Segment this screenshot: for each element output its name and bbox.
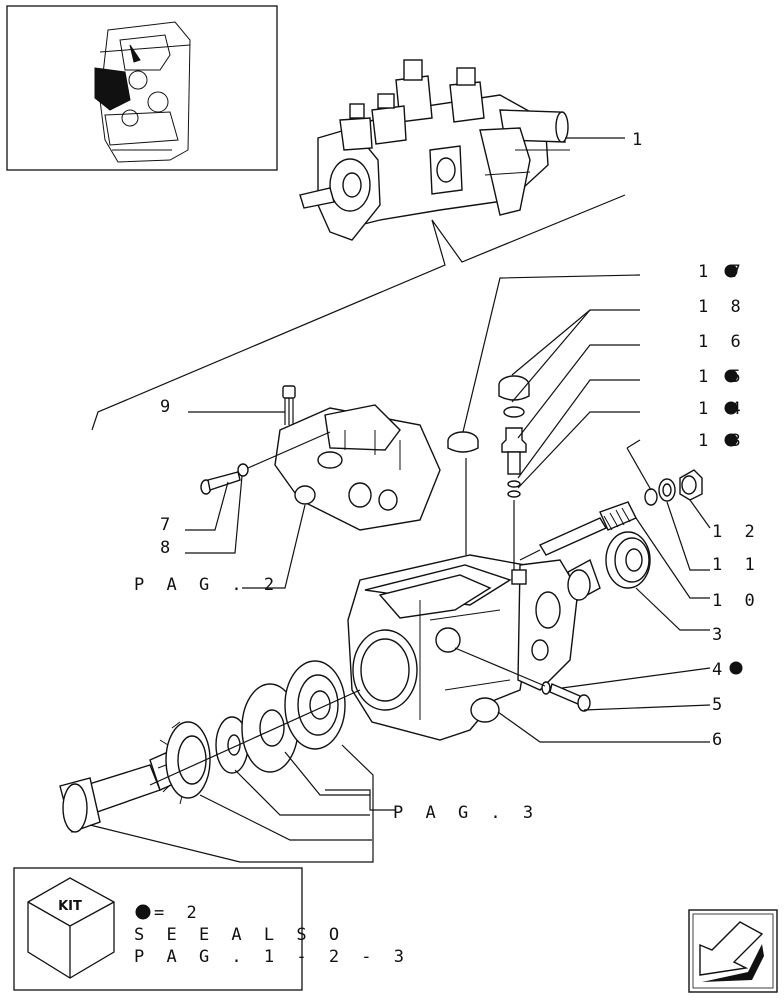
injection-pump-assembly <box>299 59 625 241</box>
callout-6: 6 <box>712 730 728 750</box>
engine-locator-thumbnail <box>6 5 278 171</box>
bushing-part <box>567 558 601 602</box>
callout-16: 1 6 <box>698 332 747 352</box>
leader-lines <box>89 274 711 863</box>
callout-15: 1 5 <box>698 367 747 387</box>
callout-9: 9 <box>160 397 176 417</box>
bullet-dot-icon <box>724 369 738 383</box>
kit-badge: KIT <box>58 899 82 914</box>
pump-body-part <box>347 554 579 741</box>
ring-13-part <box>644 488 658 506</box>
bullet-dot-icon <box>724 433 738 447</box>
next-page-arrow-icon[interactable] <box>688 909 778 993</box>
callout-10: 1 0 <box>712 591 761 611</box>
kit-see-also: S E E A L S O <box>134 925 345 945</box>
callout-4: 4 <box>712 660 728 680</box>
bullet-dot-icon <box>724 401 738 415</box>
bullet-dot-icon <box>729 661 743 675</box>
bullet-dot-icon <box>724 264 738 278</box>
kit-qty-line: = 2 <box>154 903 203 923</box>
callout-1: 1 <box>632 130 648 150</box>
callout-5: 5 <box>712 695 728 715</box>
screw-5-part <box>454 647 591 712</box>
callout-14: 1 4 <box>698 399 747 419</box>
washer-11-part <box>658 478 676 502</box>
callout-3: 3 <box>712 625 728 645</box>
cap-17-part <box>447 431 479 453</box>
kit-cube-icon: KIT <box>27 877 115 979</box>
drive-shaft-10-part <box>519 501 637 561</box>
cap-18-part <box>498 375 530 418</box>
bearing-3-part <box>605 531 651 589</box>
callout-11: 1 1 <box>712 555 761 575</box>
gear-part <box>157 721 211 805</box>
drive-shaft-part <box>59 751 179 833</box>
kit-legend: KIT = 2 S E E A L S O P A G . 1 - 2 - 3 <box>13 867 410 991</box>
screw-9-part <box>282 385 296 425</box>
callout-13: 1 3 <box>698 431 747 451</box>
bullet-dot-icon <box>135 904 151 920</box>
section-connector <box>91 194 626 431</box>
nut-12-part <box>679 469 703 501</box>
callout-17: 1 7 <box>698 262 747 282</box>
callout-7: 7 <box>160 515 176 535</box>
callout-18: 1 8 <box>698 297 747 317</box>
plate-part <box>284 660 346 750</box>
kit-pages: P A G . 1 - 2 - 3 <box>134 947 410 967</box>
pump-head-part <box>274 404 441 531</box>
hub-part <box>241 683 299 773</box>
screw-7-part <box>200 431 331 495</box>
page-ref-pag3: P A G . 3 <box>393 803 539 823</box>
page-ref-pag2: P A G . 2 <box>134 575 280 595</box>
callout-12: 1 2 <box>712 522 761 542</box>
callout-8: 8 <box>160 538 176 558</box>
valve-16-part <box>501 427 527 498</box>
